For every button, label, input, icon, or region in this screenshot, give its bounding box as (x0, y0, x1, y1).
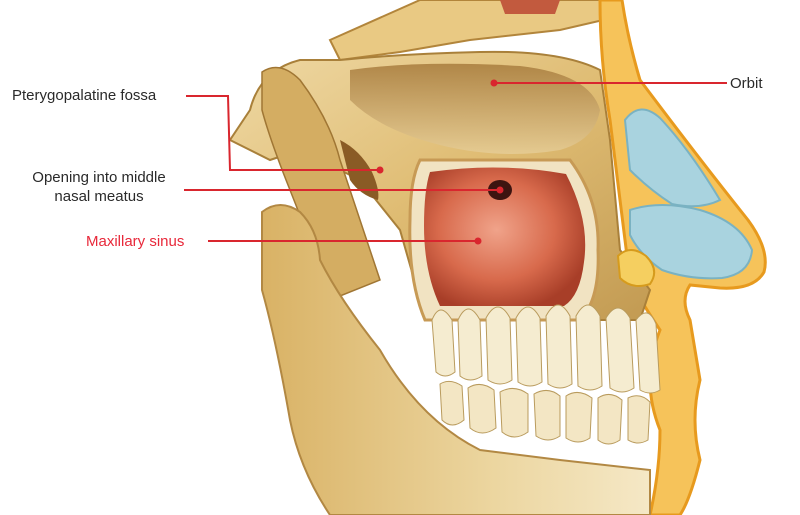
label-opening-middle-meatus: Opening into middle nasal meatus (16, 168, 182, 206)
label-opening-line2: nasal meatus (54, 188, 144, 205)
leader-dot-pterygopalatine (376, 166, 384, 174)
maxillary-sinus-cavity (424, 167, 586, 306)
frontal-sinus (500, 0, 560, 14)
leader-lines (184, 79, 727, 245)
mandible (261, 204, 651, 515)
upper-teeth (431, 304, 661, 394)
orbit-cavity (350, 63, 600, 154)
label-orbit: Orbit (730, 75, 763, 92)
leader-dot-orbit (490, 79, 498, 87)
lower-teeth (439, 380, 651, 445)
label-maxillary-sinus: Maxillary sinus (86, 233, 185, 250)
label-opening-line1: Opening into middle (32, 169, 166, 186)
leader-dot-maxillary (474, 237, 482, 245)
nasal-cartilage-upper (623, 108, 722, 208)
nasal-ala (616, 249, 656, 287)
nasal-cartilage-lower (629, 204, 754, 280)
label-pterygopalatine-fossa: Pterygopalatine fossa (12, 87, 157, 104)
leader-pterygopalatine (186, 95, 380, 171)
leader-dot-opening (496, 186, 504, 194)
cranial-bone (328, 0, 614, 62)
